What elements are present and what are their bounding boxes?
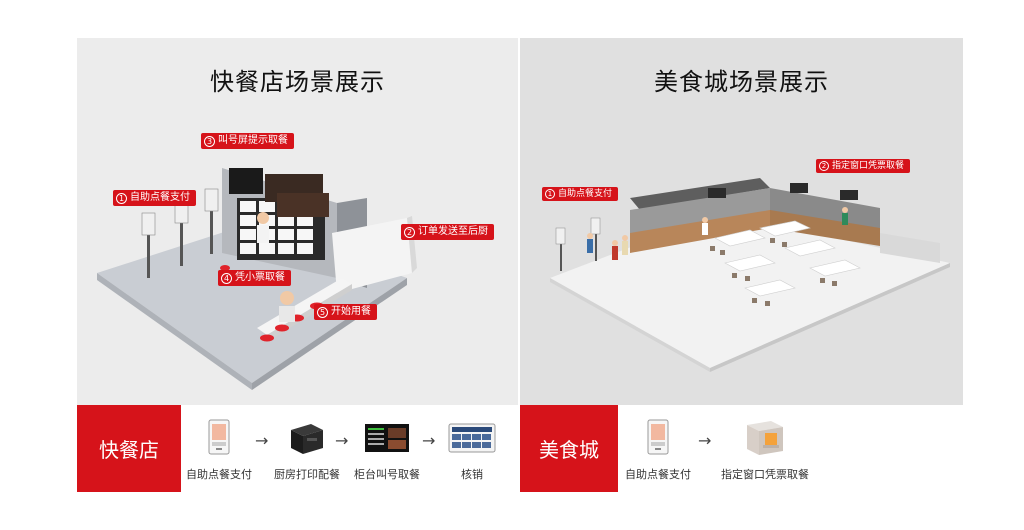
flow-arrow: → [698, 431, 712, 450]
verify-tablet-icon [448, 423, 496, 453]
printer-icon [291, 424, 323, 454]
flow-arrow: → [422, 431, 436, 450]
flow-step-order-pay: 自助点餐支付 [625, 405, 691, 492]
food-court-panel: 美食城场景展示 [520, 38, 963, 492]
menu-screen-icon [365, 424, 409, 452]
flow-step-window-pickup: 指定窗口凭票取餐 [721, 405, 809, 492]
kiosk-icon [647, 419, 669, 455]
flow-step-verify: 核销 [447, 405, 497, 492]
flow-arrow: → [255, 431, 269, 450]
pickup-window-icon [747, 421, 783, 455]
flow-step-order-pay: 自助点餐支付 [186, 405, 252, 492]
fast-food-title: 快餐店场景展示 [210, 68, 385, 96]
food-court-flow-bar: 美食城 自助点餐支付 → [520, 405, 963, 492]
fast-food-scene-illustration [97, 168, 417, 390]
food-court-scene-illustration [550, 178, 950, 372]
flow-arrow: → [335, 431, 349, 450]
food-court-title: 美食城场景展示 [654, 68, 829, 96]
flow-step-counter-call: 柜台叫号取餐 [354, 405, 420, 492]
fast-food-panel: 快餐店场景展示 [77, 38, 518, 492]
food-court-bar-label: 美食城 [520, 405, 618, 492]
fast-food-bar-label: 快餐店 [77, 405, 181, 492]
kiosk-icon [208, 419, 230, 455]
fast-food-flow-bar: 快餐店 自助点餐支付 → 厨 [77, 405, 518, 492]
flow-step-kitchen-print: 厨房打印配餐 [274, 405, 340, 492]
